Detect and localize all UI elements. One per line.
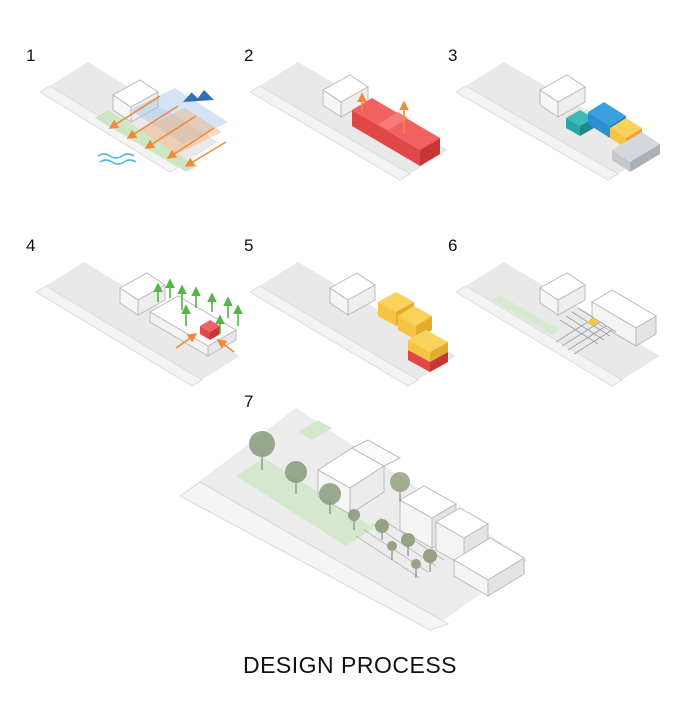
trees	[249, 431, 437, 578]
yellow-stack-3	[408, 330, 448, 362]
teal-block	[566, 110, 594, 136]
site-ground	[36, 262, 240, 386]
panel-3-program	[455, 62, 660, 181]
site-road	[455, 285, 623, 387]
red-base-block	[408, 350, 448, 372]
red-courtyard-block	[200, 320, 220, 340]
step-number-1: 1	[26, 46, 36, 65]
site-road	[35, 285, 203, 387]
step-number-4: 4	[26, 236, 36, 255]
existing-house	[539, 74, 586, 118]
step-number-7: 7	[244, 392, 254, 411]
panel-6-circulation	[455, 262, 660, 387]
panel-1-site-analysis	[39, 62, 228, 173]
tree-icon	[348, 509, 360, 530]
yellow-accent	[586, 318, 600, 326]
step-number-3: 3	[448, 46, 458, 65]
inflow-arrows	[175, 333, 235, 353]
existing-house	[329, 272, 376, 316]
panel-4-light-ventilation	[35, 262, 243, 387]
step-number-6: 6	[448, 236, 458, 255]
green-lawn	[236, 458, 374, 546]
green-patch	[298, 420, 332, 440]
growth-arrows	[357, 92, 409, 134]
green-strip	[492, 295, 560, 335]
site-ground	[250, 262, 456, 386]
tree-icon	[249, 431, 275, 470]
tree-icon	[375, 519, 389, 540]
step-number-5: 5	[244, 236, 254, 255]
tree-icon	[423, 549, 437, 572]
existing-house	[539, 272, 586, 316]
site-road	[179, 481, 450, 631]
site-ground	[456, 62, 656, 180]
tree-icon	[387, 541, 397, 560]
site-road	[249, 85, 411, 181]
water-wave-icon	[97, 153, 137, 165]
panel-5-stacking	[249, 262, 456, 387]
tree-icon	[319, 483, 341, 514]
tree-icon	[390, 472, 410, 502]
existing-house	[317, 439, 402, 515]
panel-7-final-design	[179, 408, 528, 631]
site-ground	[456, 262, 660, 386]
panel-2-massing	[249, 62, 448, 181]
red-massing-block	[352, 98, 440, 166]
tree-icon	[401, 533, 415, 556]
upward-air-arrows	[153, 278, 243, 334]
new-volumes	[591, 289, 657, 347]
wind-zone-2	[140, 108, 222, 154]
tree-icon	[285, 461, 307, 494]
tree-icon	[411, 559, 421, 578]
site-road	[249, 285, 419, 387]
grey-block	[612, 132, 660, 172]
diagram-title: DESIGN PROCESS	[242, 652, 458, 678]
mountain-icon	[183, 90, 214, 102]
step-number-2: 2	[244, 46, 254, 65]
existing-house	[112, 79, 159, 123]
wind-zone-1	[130, 88, 228, 144]
site-road	[455, 85, 619, 181]
new-building-block-3	[453, 537, 525, 597]
sun-path-arrows	[108, 95, 227, 167]
